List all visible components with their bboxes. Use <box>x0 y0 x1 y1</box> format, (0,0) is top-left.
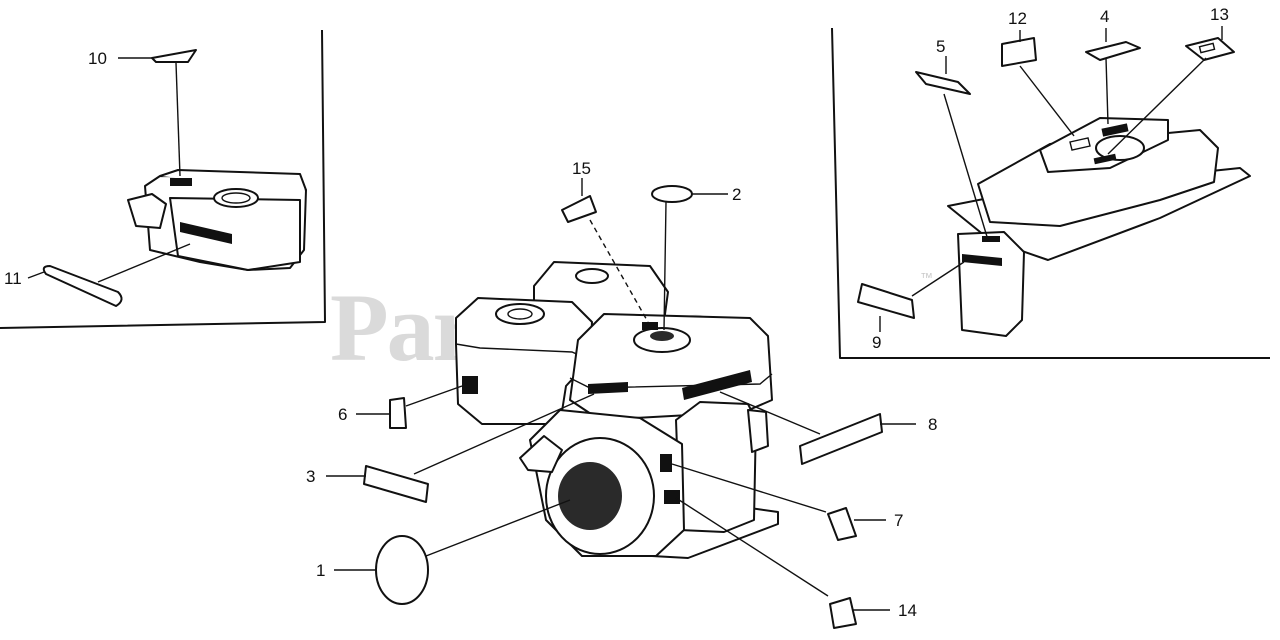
watermark-trademark: ™ <box>920 270 933 285</box>
leader-5b <box>943 93 989 241</box>
leader-11 <box>27 271 45 279</box>
leader-3b <box>413 393 595 475</box>
left-air-cleaner-cover <box>169 197 301 271</box>
callout-15: 15 <box>572 159 591 178</box>
leader-11b <box>97 243 191 283</box>
leader-1b <box>425 499 571 557</box>
leader-7b <box>671 463 827 513</box>
right-decal-4-position <box>1101 123 1129 137</box>
engine-block <box>675 401 757 533</box>
right-inset-border <box>831 27 1270 359</box>
left-decal-10-position <box>170 178 192 186</box>
leader-12b <box>1019 65 1075 137</box>
left-air-cleaner-tab <box>127 193 167 229</box>
right-inset <box>831 26 1270 359</box>
left-inset <box>0 29 326 329</box>
engine-block-side <box>747 409 769 453</box>
leader-10b <box>175 62 181 177</box>
left-air-cleaner-knob <box>213 188 259 208</box>
decal-11-shape <box>42 265 123 307</box>
leader-8b <box>719 391 821 435</box>
main-leaders <box>326 178 916 611</box>
right-decal-5-position <box>982 236 1000 242</box>
callout-13: 13 <box>1210 5 1229 24</box>
decal-10-shape <box>151 49 197 63</box>
decal-3-shape <box>363 465 429 503</box>
callout-labels: 1 2 3 4 5 6 7 8 9 10 11 12 13 14 15 <box>4 5 1229 620</box>
right-decal-9-position <box>962 254 1002 266</box>
decal-7-position <box>660 454 672 472</box>
fuel-tank <box>569 313 773 421</box>
decal-12-shape <box>1001 37 1037 67</box>
callout-10: 10 <box>88 49 107 68</box>
fuel-cap-center <box>650 331 674 341</box>
decal-8-shape <box>799 413 883 465</box>
leader-9b <box>911 261 965 297</box>
air-cleaner-wingnut-inner <box>507 308 533 320</box>
rear-air-cleaner-knob <box>575 268 609 284</box>
recoil-center <box>558 462 622 530</box>
decal-13-shape <box>1185 37 1235 61</box>
callout-8: 8 <box>928 415 937 434</box>
air-cleaner-box <box>455 297 593 425</box>
callout-6: 6 <box>338 405 347 424</box>
decal-9-shape <box>857 283 915 319</box>
decal-14-shape <box>829 597 857 629</box>
engine-assembly <box>455 261 779 559</box>
callout-12: 12 <box>1008 9 1027 28</box>
air-cleaner-wingnut <box>495 303 545 325</box>
decal-4-shape <box>1085 41 1141 61</box>
decal-13-window <box>1198 42 1216 54</box>
left-inset-border <box>0 29 326 329</box>
fuel-tank-seam <box>569 373 773 389</box>
decal-6-position <box>462 376 478 394</box>
callout-5: 5 <box>936 37 945 56</box>
callout-14: 14 <box>898 601 917 620</box>
decal-5-shape <box>915 71 971 95</box>
decal-15-position <box>642 322 658 330</box>
decal-6-shape <box>389 397 407 429</box>
leader-15b <box>589 219 649 323</box>
right-decal-12-position <box>1069 137 1091 151</box>
callout-2: 2 <box>732 185 741 204</box>
callout-11: 11 <box>4 269 22 288</box>
callout-4: 4 <box>1100 7 1109 26</box>
leader-4b <box>1105 57 1109 125</box>
decal-1-shape <box>375 535 429 605</box>
leader-2b <box>663 201 667 331</box>
right-decal-13-position <box>1093 153 1117 165</box>
right-side-block <box>957 231 1025 337</box>
callout-3: 3 <box>306 467 315 486</box>
left-air-cleaner-top <box>159 169 307 191</box>
leader-13b <box>1107 57 1207 155</box>
callout-1: 1 <box>316 561 325 580</box>
decal-3-position <box>588 382 628 394</box>
decal-2-shape <box>651 185 693 203</box>
left-decal-11-position <box>180 222 232 244</box>
callout-9: 9 <box>872 333 881 352</box>
decal-8-position <box>682 370 752 400</box>
recoil-handle <box>519 435 563 473</box>
leader-14b <box>675 497 829 597</box>
decal-14-position <box>664 490 680 504</box>
decal-15-shape <box>561 195 597 223</box>
decal-7-shape <box>827 507 857 541</box>
left-knob-inner <box>221 192 251 204</box>
leader-6b <box>405 385 463 407</box>
main-decals <box>363 185 883 629</box>
callout-7: 7 <box>894 511 903 530</box>
